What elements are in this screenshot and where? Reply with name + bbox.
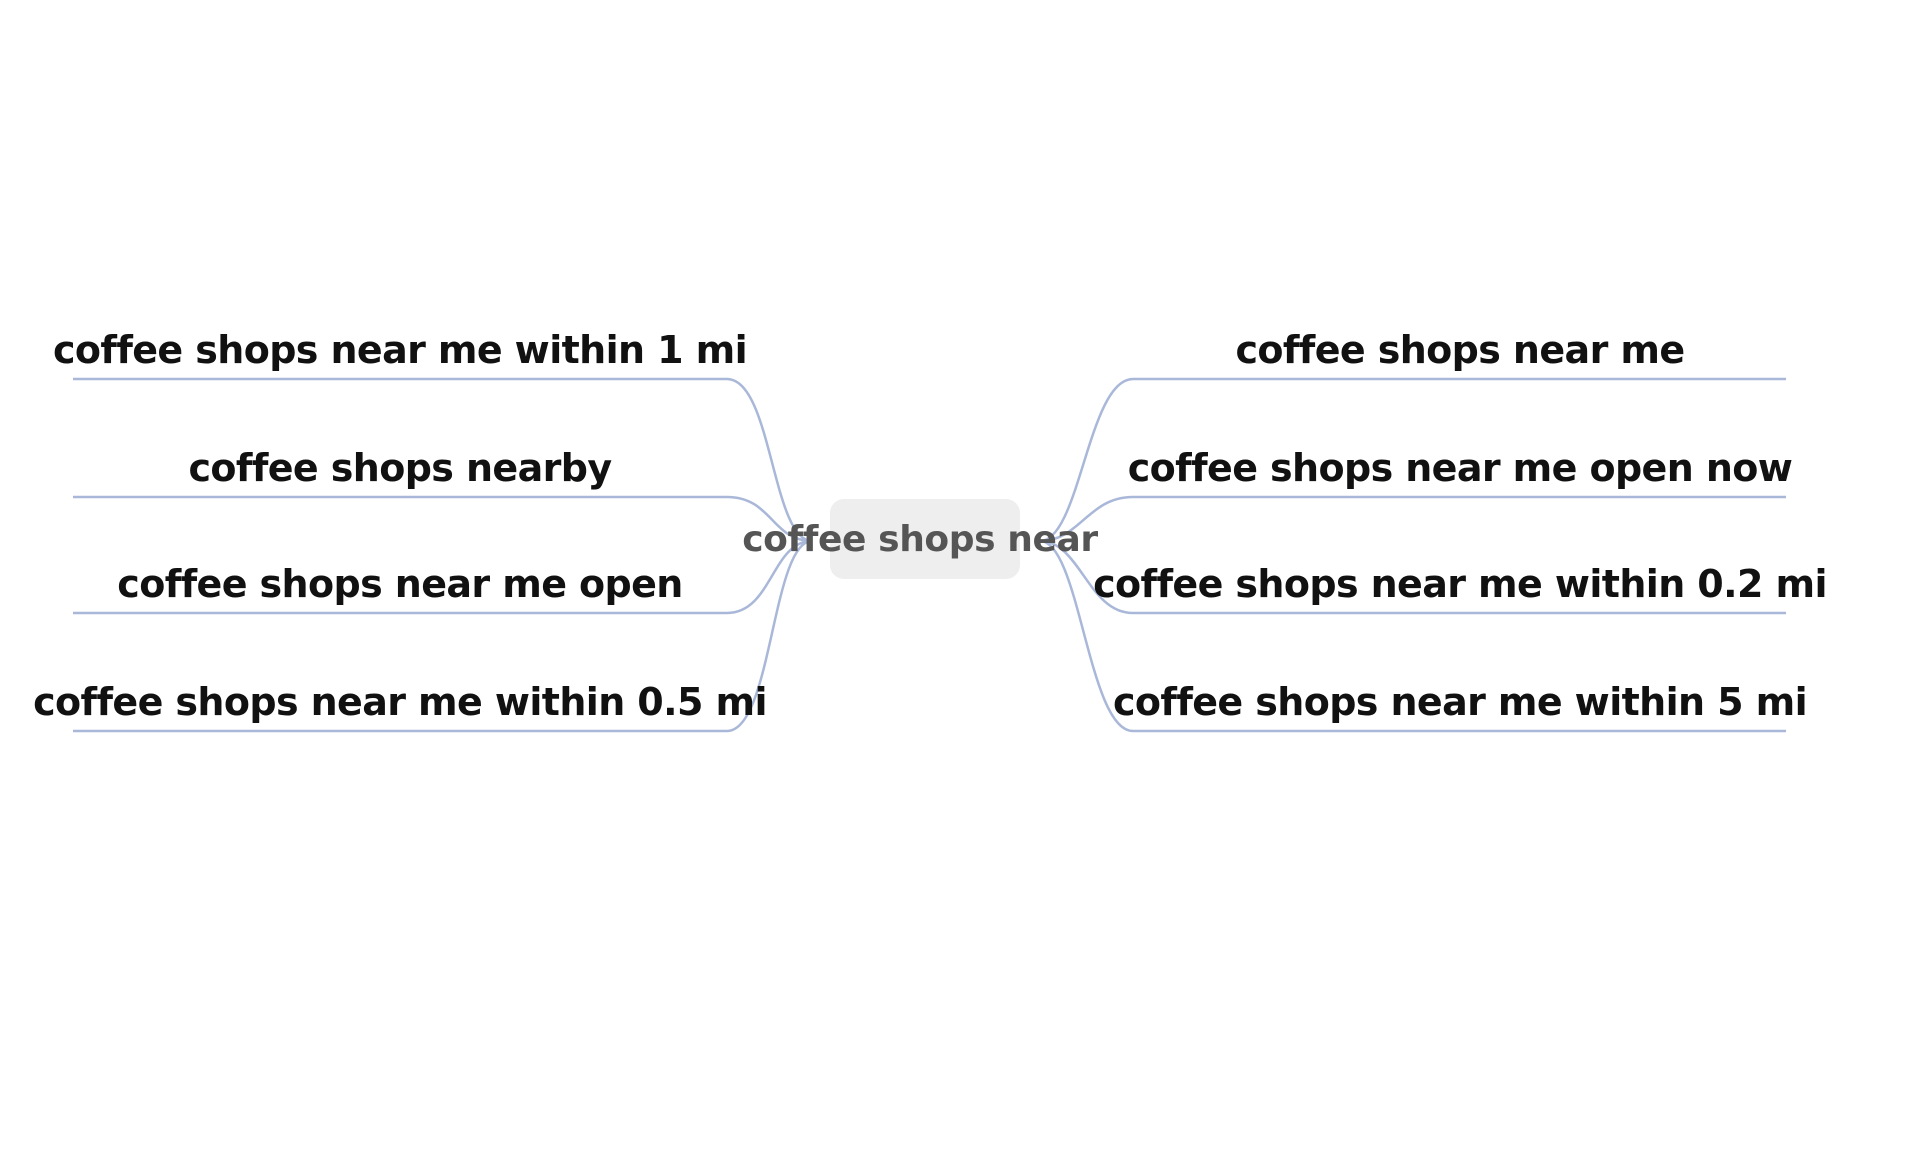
center-node-box: [830, 499, 1020, 579]
branch-label-left-3[interactable]: coffee shops near me open: [117, 562, 683, 606]
branch-label-right-4[interactable]: coffee shops near me within 5 mi: [1113, 680, 1808, 724]
branch-label-left-2[interactable]: coffee shops nearby: [188, 446, 613, 490]
center-node-label: coffee shops near: [742, 519, 1098, 560]
branch-connector-right-2: [1039, 495, 1134, 543]
branch-connector-right-3: [1039, 539, 1134, 615]
branch-label-left-4[interactable]: coffee shops near me within 0.5 mi: [33, 680, 767, 724]
branch-label-left-1[interactable]: coffee shops near me within 1 mi: [53, 328, 748, 372]
branch-connector-right-1: [1039, 377, 1134, 543]
branch-label-right-2[interactable]: coffee shops near me open now: [1128, 446, 1793, 490]
branch-connector-left-3: [726, 539, 813, 615]
connectors-group: [726, 377, 1134, 733]
branch-connector-left-4: [726, 539, 813, 733]
branch-connector-left-1: [726, 377, 813, 543]
branch-label-right-1[interactable]: coffee shops near me: [1235, 328, 1685, 372]
branches-group: coffee shops near me within 1 mi coffee s…: [33, 328, 1827, 733]
center-node[interactable]: coffee shops near: [742, 499, 1099, 579]
branch-connector-left-2: [726, 495, 813, 543]
branch-label-right-3[interactable]: coffee shops near me within 0.2 mi: [1093, 562, 1827, 606]
branch-connector-right-4: [1039, 539, 1134, 733]
